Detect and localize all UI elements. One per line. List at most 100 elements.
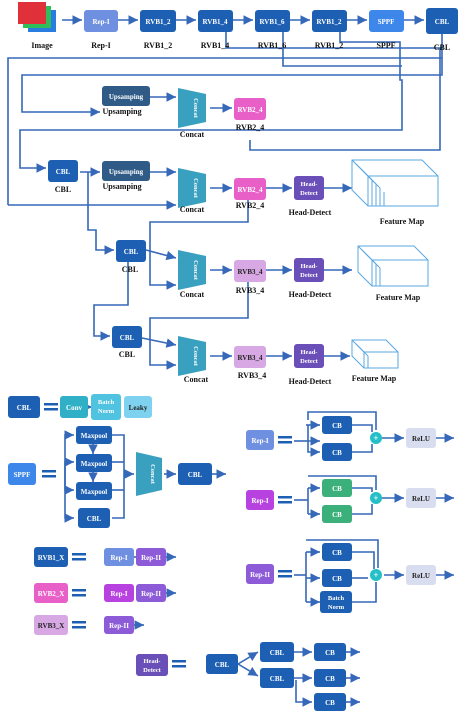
head-detect-cb-3-block: CB bbox=[314, 693, 346, 711]
rvb3-4-a-block: RVB3_4 bbox=[234, 260, 266, 282]
upsampling-1-label: Upsamping bbox=[102, 107, 141, 116]
svg-text:CBL: CBL bbox=[270, 649, 285, 657]
legend-rvb1-x-block: RVB1_X bbox=[34, 547, 68, 567]
svg-text:Head-: Head- bbox=[301, 181, 318, 188]
feature-map-2-icon bbox=[357, 245, 429, 287]
sppf-maxpool-3-block: Maxpool bbox=[76, 482, 112, 500]
svg-text:CB: CB bbox=[332, 485, 342, 493]
backbone-rvb1-2b-block: RVB1_2 bbox=[312, 10, 347, 32]
legend-conv-block: Conv bbox=[60, 396, 88, 418]
svg-text:Maxpool: Maxpool bbox=[81, 488, 108, 496]
head-detect-cb-1-block: CB bbox=[314, 643, 346, 661]
svg-text:Upsamping: Upsamping bbox=[109, 93, 144, 101]
svg-text:CBL: CBL bbox=[120, 334, 135, 342]
rep-i-blue-cb-2-block: CB bbox=[322, 443, 352, 461]
svg-text:CB: CB bbox=[325, 675, 335, 683]
legend-batch-norm-block: Batch Norm bbox=[91, 394, 121, 420]
svg-text:Concat: Concat bbox=[192, 260, 199, 281]
head-detect-3-label: Head-Detect bbox=[289, 377, 332, 386]
rvb2-x-equals-icon bbox=[72, 589, 86, 597]
svg-text:Maxpool: Maxpool bbox=[81, 460, 108, 468]
concat-3-label: Concat bbox=[180, 290, 205, 299]
legend-cbl-equals-icon bbox=[44, 403, 58, 411]
concat-1-block: Concat bbox=[178, 88, 206, 128]
rvb2-4-b-label: RVB2_4 bbox=[236, 201, 265, 210]
sppf-concat-block: Concat bbox=[136, 452, 162, 496]
svg-text:Upsamping: Upsamping bbox=[109, 168, 144, 176]
rvb2-4-a-label: RVB2_4 bbox=[236, 123, 265, 132]
svg-text:CB: CB bbox=[332, 449, 342, 457]
svg-text:Norm: Norm bbox=[328, 604, 345, 611]
svg-text:CBL: CBL bbox=[270, 675, 285, 683]
svg-text:Batch: Batch bbox=[98, 399, 115, 406]
neck-cbl-1-label: CBL bbox=[55, 185, 71, 194]
neck-cbl-3-label: CBL bbox=[119, 350, 135, 359]
backbone-sppf-label: SPPF bbox=[376, 41, 395, 50]
svg-text:RVB1_2: RVB1_2 bbox=[145, 18, 171, 26]
head-detect-2-block: Head- Detect bbox=[294, 258, 324, 282]
svg-text:Concat: Concat bbox=[192, 346, 199, 367]
svg-text:CBL: CBL bbox=[215, 661, 230, 669]
svg-text:ReLU: ReLU bbox=[412, 435, 430, 443]
rvb2-4-b-block: RVB2_4 bbox=[234, 178, 266, 200]
neck-cbl-2-label: CBL bbox=[122, 265, 138, 274]
svg-text:RVB2_4: RVB2_4 bbox=[237, 186, 263, 194]
svg-text:CBL: CBL bbox=[188, 471, 203, 479]
rep-ii-batch-norm-block: Batch Norm bbox=[320, 591, 352, 613]
svg-text:Conv: Conv bbox=[66, 404, 82, 412]
svg-text:Rep-II: Rep-II bbox=[141, 554, 161, 562]
svg-text:ReLU: ReLU bbox=[412, 495, 430, 503]
svg-text:CB: CB bbox=[332, 549, 342, 557]
svg-text:SPPF: SPPF bbox=[378, 18, 395, 26]
svg-text:CBL: CBL bbox=[87, 515, 102, 523]
rep-ii-add-icon: + bbox=[370, 569, 382, 581]
sppf-cbl-block: CBL bbox=[78, 508, 110, 528]
backbone-rep-i-label: Rep-I bbox=[91, 41, 111, 50]
sppf-output-cbl-block: CBL bbox=[178, 463, 212, 485]
concat-2-label: Concat bbox=[180, 205, 205, 214]
svg-text:Detect: Detect bbox=[300, 190, 319, 197]
legend-rep-ii-block: Rep-II bbox=[246, 564, 274, 584]
svg-text:RVB1_4: RVB1_4 bbox=[202, 18, 228, 26]
concat-1-label: Concat bbox=[180, 130, 205, 139]
input-image-icon bbox=[18, 2, 56, 32]
rvb2-4-a-block: RVB2_4 bbox=[234, 98, 266, 120]
svg-text:Rep-II: Rep-II bbox=[141, 590, 161, 598]
svg-text:RVB3_X: RVB3_X bbox=[38, 622, 65, 630]
legend-rep-i-blue-block: Rep-I bbox=[246, 430, 274, 450]
backbone-rvb1-2b-label: RVB1_2 bbox=[315, 41, 344, 50]
rvb1-x-equals-icon bbox=[72, 553, 86, 561]
feature-map-3-icon bbox=[351, 339, 399, 369]
backbone-cbl-block: CBL bbox=[426, 8, 458, 34]
svg-text:Rep-I: Rep-I bbox=[92, 18, 109, 26]
sppf-maxpool-1-block: Maxpool bbox=[76, 426, 112, 444]
backbone-rvb1-6-block: RVB1_6 bbox=[255, 10, 290, 32]
backbone-rep-i-block: Rep-I bbox=[84, 10, 118, 32]
head-detect-1-label: Head-Detect bbox=[289, 208, 332, 217]
head-detect-1-block: Head- Detect bbox=[294, 176, 324, 200]
svg-text:Detect: Detect bbox=[143, 667, 162, 674]
svg-text:RVB3_4: RVB3_4 bbox=[237, 354, 263, 362]
svg-text:+: + bbox=[373, 493, 378, 503]
rep-i-magenta-equals-icon bbox=[278, 496, 292, 504]
svg-text:CBL: CBL bbox=[56, 168, 71, 176]
svg-text:Batch: Batch bbox=[328, 595, 345, 602]
svg-text:Rep-I: Rep-I bbox=[110, 554, 127, 562]
feature-map-1-icon bbox=[351, 159, 439, 207]
svg-text:Detect: Detect bbox=[300, 358, 319, 365]
backbone-rvb1-2-block: RVB1_2 bbox=[140, 10, 176, 32]
concat-4-block: Concat bbox=[178, 336, 206, 376]
svg-text:RVB1_2: RVB1_2 bbox=[316, 18, 342, 26]
concat-2-block: Concat bbox=[178, 168, 206, 208]
legend-sppf-block: SPPF bbox=[8, 463, 36, 485]
svg-text:CBL: CBL bbox=[124, 248, 139, 256]
rvb2-x-rep-i-block: Rep-I bbox=[104, 584, 134, 602]
concat-4-label: Concat bbox=[184, 375, 209, 384]
rvb3-x-rep-ii-block: Rep-II bbox=[104, 616, 134, 634]
head-detect-cbl-upper-block: CBL bbox=[260, 642, 294, 662]
svg-text:CB: CB bbox=[332, 511, 342, 519]
concat-3-block: Concat bbox=[178, 250, 206, 290]
rep-i-magenta-relu-block: ReLU bbox=[406, 488, 436, 508]
svg-text:Rep-I: Rep-I bbox=[110, 590, 127, 598]
